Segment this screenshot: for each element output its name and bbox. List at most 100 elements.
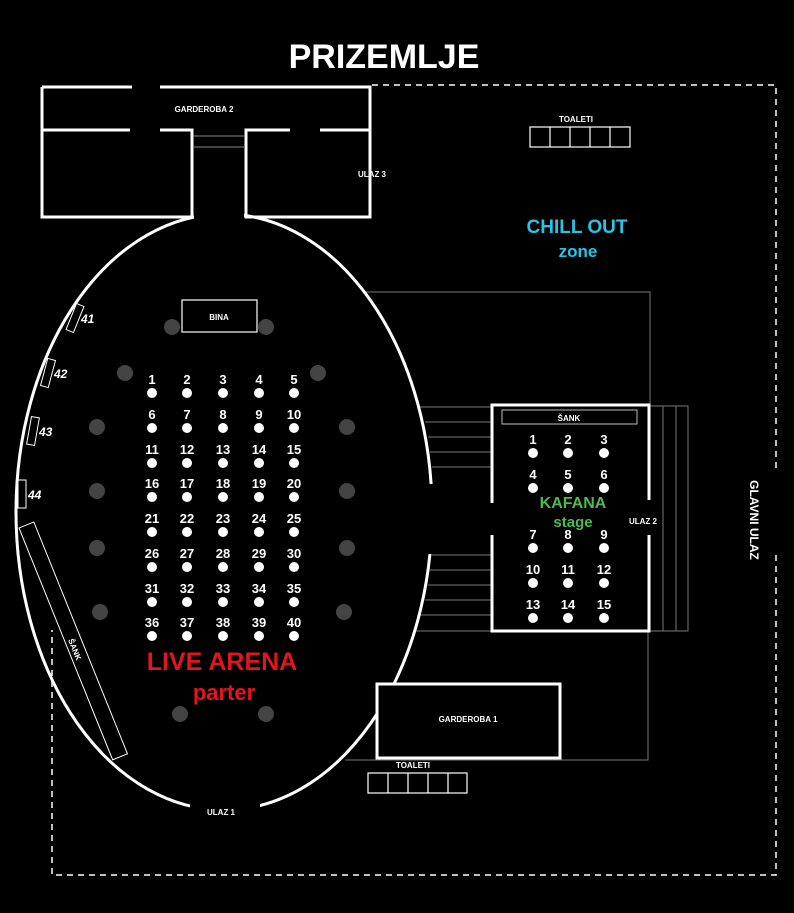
table-seat[interactable] — [218, 423, 228, 433]
arena-table[interactable]: 35 — [287, 581, 301, 607]
arena-table[interactable]: 28 — [216, 546, 230, 572]
booth[interactable]: 41 — [65, 302, 95, 334]
table-seat[interactable] — [289, 631, 299, 641]
arena-table[interactable]: 10 — [287, 407, 301, 433]
kafana-table[interactable]: 12 — [597, 562, 611, 588]
arena-table[interactable]: 2 — [182, 372, 192, 398]
table-seat[interactable] — [218, 562, 228, 572]
table-seat[interactable] — [528, 578, 538, 588]
table-seat[interactable] — [599, 578, 609, 588]
kafana-table[interactable]: 2 — [563, 432, 573, 458]
table-seat[interactable] — [254, 492, 264, 502]
table-seat[interactable] — [599, 483, 609, 493]
arena-table[interactable]: 19 — [252, 476, 266, 502]
arena-table[interactable]: 30 — [287, 546, 301, 572]
table-seat[interactable] — [563, 578, 573, 588]
arena-table[interactable]: 37 — [180, 615, 194, 641]
kafana-table[interactable]: 13 — [526, 597, 540, 623]
kafana-table[interactable]: 15 — [597, 597, 611, 623]
table-seat[interactable] — [182, 492, 192, 502]
table-seat[interactable] — [599, 613, 609, 623]
table-seat[interactable] — [147, 597, 157, 607]
arena-table[interactable]: 40 — [287, 615, 301, 641]
table-seat[interactable] — [289, 597, 299, 607]
table-seat[interactable] — [147, 562, 157, 572]
table-seat[interactable] — [147, 631, 157, 641]
table-seat[interactable] — [563, 448, 573, 458]
arena-table[interactable]: 34 — [252, 581, 267, 607]
arena-table[interactable]: 15 — [287, 442, 301, 468]
arena-table[interactable]: 20 — [287, 476, 301, 502]
table-seat[interactable] — [254, 527, 264, 537]
kafana-table[interactable]: 11 — [561, 562, 575, 588]
table-seat[interactable] — [254, 597, 264, 607]
table-seat[interactable] — [182, 388, 192, 398]
table-seat[interactable] — [218, 492, 228, 502]
arena-table[interactable]: 22 — [180, 511, 194, 537]
kafana-table[interactable]: 6 — [599, 467, 609, 493]
table-seat[interactable] — [218, 458, 228, 468]
arena-table[interactable]: 21 — [145, 511, 159, 537]
booth[interactable]: 44 — [17, 479, 42, 509]
table-seat[interactable] — [147, 423, 157, 433]
arena-table[interactable]: 8 — [218, 407, 228, 433]
booth[interactable]: 42 — [39, 357, 68, 389]
table-seat[interactable] — [563, 483, 573, 493]
arena-table[interactable]: 23 — [216, 511, 230, 537]
booth[interactable]: 43 — [26, 415, 53, 447]
table-seat[interactable] — [254, 562, 264, 572]
arena-table[interactable]: 33 — [216, 581, 230, 607]
kafana-table[interactable]: 7 — [528, 527, 538, 553]
table-seat[interactable] — [147, 458, 157, 468]
arena-table[interactable]: 1 — [147, 372, 157, 398]
table-seat[interactable] — [254, 631, 264, 641]
kafana-table[interactable]: 4 — [528, 467, 538, 493]
arena-table[interactable]: 17 — [180, 476, 194, 502]
table-seat[interactable] — [599, 448, 609, 458]
table-seat[interactable] — [254, 458, 264, 468]
arena-table[interactable]: 12 — [180, 442, 194, 468]
arena-table[interactable]: 25 — [287, 511, 301, 537]
table-seat[interactable] — [528, 613, 538, 623]
arena-table[interactable]: 13 — [216, 442, 230, 468]
table-seat[interactable] — [182, 527, 192, 537]
arena-table[interactable]: 31 — [145, 581, 159, 607]
table-seat[interactable] — [182, 458, 192, 468]
table-seat[interactable] — [182, 631, 192, 641]
arena-table[interactable]: 38 — [216, 615, 230, 641]
arena-table[interactable]: 5 — [289, 372, 299, 398]
table-seat[interactable] — [182, 423, 192, 433]
kafana-table[interactable]: 9 — [599, 527, 609, 553]
arena-table[interactable]: 24 — [252, 511, 267, 537]
table-seat[interactable] — [254, 388, 264, 398]
kafana-table[interactable]: 8 — [563, 527, 573, 553]
table-seat[interactable] — [182, 597, 192, 607]
kafana-table[interactable]: 10 — [526, 562, 540, 588]
table-seat[interactable] — [147, 388, 157, 398]
arena-table[interactable]: 16 — [145, 476, 159, 502]
arena-table[interactable]: 6 — [147, 407, 157, 433]
table-seat[interactable] — [289, 562, 299, 572]
table-seat[interactable] — [289, 388, 299, 398]
arena-table[interactable]: 9 — [254, 407, 264, 433]
table-seat[interactable] — [147, 492, 157, 502]
arena-table[interactable]: 7 — [182, 407, 192, 433]
table-seat[interactable] — [218, 597, 228, 607]
arena-table[interactable]: 4 — [254, 372, 264, 398]
arena-table[interactable]: 27 — [180, 546, 194, 572]
table-seat[interactable] — [218, 527, 228, 537]
table-seat[interactable] — [147, 527, 157, 537]
table-seat[interactable] — [528, 543, 538, 553]
arena-table[interactable]: 32 — [180, 581, 194, 607]
table-seat[interactable] — [218, 388, 228, 398]
kafana-table[interactable]: 3 — [599, 432, 609, 458]
table-seat[interactable] — [182, 562, 192, 572]
arena-table[interactable]: 29 — [252, 546, 266, 572]
arena-table[interactable]: 26 — [145, 546, 159, 572]
kafana-table[interactable]: 14 — [561, 597, 576, 623]
arena-table[interactable]: 39 — [252, 615, 266, 641]
table-seat[interactable] — [289, 423, 299, 433]
table-seat[interactable] — [563, 613, 573, 623]
arena-table[interactable]: 18 — [216, 476, 230, 502]
kafana-table[interactable]: 1 — [528, 432, 538, 458]
